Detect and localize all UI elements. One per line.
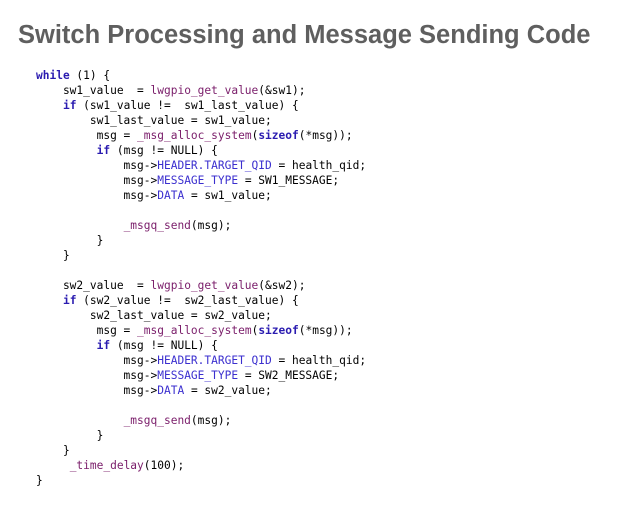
code-line: msg->HEADER.TARGET_QID = health_qid; [36,158,367,173]
code-text [36,459,70,472]
code-text [36,339,97,352]
code-function: _time_delay [69,459,144,472]
code-line: if (sw2_value != sw2_last_value) { [36,293,366,308]
code-text: = health_qid; [271,159,367,172]
code-line: _time_delay(100); [36,458,366,473]
code-line: sw1_last_value = sw1_value; [36,113,366,128]
code-line: sw2_value = lwgpio_get_value(&sw2); [36,278,366,293]
code-text: msg-> [36,369,158,382]
page-title: Switch Processing and Message Sending Co… [18,21,591,49]
code-text [36,294,63,307]
code-text: (*msg)); [298,129,353,142]
code-text: (1) { [69,69,111,82]
code-keyword: if [62,294,77,307]
code-line: _msgq_send(msg); [36,218,366,233]
code-line: } [36,248,366,263]
code-function: lwgpio_get_value [150,279,259,292]
code-line: if (sw1_value != sw1_last_value) { [36,98,366,113]
code-member: DATA [157,189,185,202]
code-text: (100); [143,459,185,472]
code-text: sw1_value = [36,84,151,97]
code-text: msg-> [36,354,158,367]
code-text: (*msg)); [298,324,353,337]
code-line: if (msg != NULL) { [36,338,366,353]
code-text: msg-> [36,189,158,202]
code-keyword: sizeof [258,129,299,142]
code-keyword: if [96,144,111,157]
code-text: msg = [36,129,138,142]
code-line [36,203,366,218]
code-text: } [36,474,43,487]
code-text: sw1_last_value = sw1_value; [36,114,272,127]
code-text: ( [251,129,259,142]
code-line: } [36,428,366,443]
code-text: } [36,249,70,262]
code-line: msg->MESSAGE_TYPE = SW1_MESSAGE; [36,173,366,188]
code-member: HEADER.TARGET_QID [157,159,272,172]
code-text: (msg); [190,414,232,427]
code-member: MESSAGE_TYPE [157,369,239,382]
code-line [36,398,366,413]
code-text: sw2_value = [36,279,151,292]
code-text [36,414,124,427]
code-text: = health_qid; [271,354,367,367]
code-text: (msg != NULL) { [110,339,218,352]
code-keyword: if [96,339,111,352]
code-text: (&sw2); [258,279,306,292]
code-line: msg->MESSAGE_TYPE = SW2_MESSAGE; [36,368,366,383]
code-keyword: if [62,99,77,112]
code-text: msg = [36,324,138,337]
code-line: if (msg != NULL) { [36,143,366,158]
code-line: sw2_last_value = sw2_value; [36,308,366,323]
code-member: HEADER.TARGET_QID [157,354,272,367]
code-line [36,263,366,278]
code-line: msg = _msg_alloc_system(sizeof(*msg)); [36,323,366,338]
code-member: DATA [157,384,185,397]
code-line: msg->HEADER.TARGET_QID = health_qid; [36,353,367,368]
code-text: (msg != NULL) { [110,144,218,157]
code-function: lwgpio_get_value [150,84,259,97]
code-keyword: sizeof [258,324,299,337]
code-text: = SW1_MESSAGE; [238,174,340,187]
code-text [36,144,97,157]
code-text: ( [251,324,259,337]
code-keyword: while [36,69,70,82]
code-line: msg->DATA = sw2_value; [36,383,366,398]
code-text: = sw1_value; [184,189,272,202]
code-text: = sw2_value; [184,384,272,397]
code-member: MESSAGE_TYPE [157,174,239,187]
code-text: } [36,429,104,442]
code-line: msg = _msg_alloc_system(sizeof(*msg)); [36,128,366,143]
code-line: while (1) { [36,68,366,83]
code-text: (sw1_value != sw1_last_value) { [76,99,299,112]
code-line: } [36,473,366,488]
code-text: (&sw1); [258,84,306,97]
code-text: (msg); [190,219,232,232]
code-line: } [36,443,366,458]
code-line: sw1_value = lwgpio_get_value(&sw1); [36,83,366,98]
code-line: } [36,233,366,248]
code-function: _msg_alloc_system [137,324,252,337]
code-block: while (1) { sw1_value = lwgpio_get_value… [36,68,366,488]
code-text: = SW2_MESSAGE; [238,369,340,382]
code-text: msg-> [36,384,158,397]
code-function: _msgq_send [123,414,191,427]
code-text: } [36,234,104,247]
code-text: msg-> [36,174,158,187]
code-text [36,99,63,112]
code-text: } [36,444,70,457]
code-function: _msgq_send [123,219,191,232]
code-text: sw2_last_value = sw2_value; [36,309,272,322]
code-text: msg-> [36,159,158,172]
code-function: _msg_alloc_system [137,129,252,142]
code-text [36,219,124,232]
code-text: (sw2_value != sw2_last_value) { [76,294,299,307]
code-line: msg->DATA = sw1_value; [36,188,366,203]
code-line: _msgq_send(msg); [36,413,366,428]
